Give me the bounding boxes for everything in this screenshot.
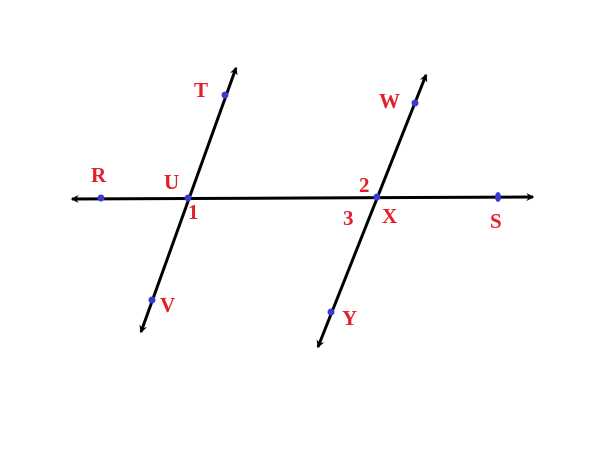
line-RS — [70, 193, 535, 203]
label-angle-3: 3 — [343, 206, 354, 230]
point-X — [373, 193, 381, 201]
label-S: S — [490, 209, 502, 233]
point-T — [221, 91, 229, 99]
point-W — [411, 99, 419, 107]
point-R — [97, 194, 105, 202]
label-Y: Y — [342, 306, 357, 330]
label-angle-1: 1 — [188, 200, 199, 224]
label-U: U — [164, 170, 179, 194]
label-R: R — [91, 163, 107, 187]
label-angle-2: 2 — [359, 173, 370, 197]
line-WY — [316, 73, 428, 349]
label-T: T — [194, 78, 208, 102]
label-V: V — [160, 293, 175, 317]
point-Y — [327, 308, 335, 316]
label-W: W — [379, 89, 400, 113]
point-U — [184, 194, 192, 202]
point-V — [148, 296, 156, 304]
label-X: X — [382, 204, 397, 228]
point-S — [495, 192, 501, 202]
